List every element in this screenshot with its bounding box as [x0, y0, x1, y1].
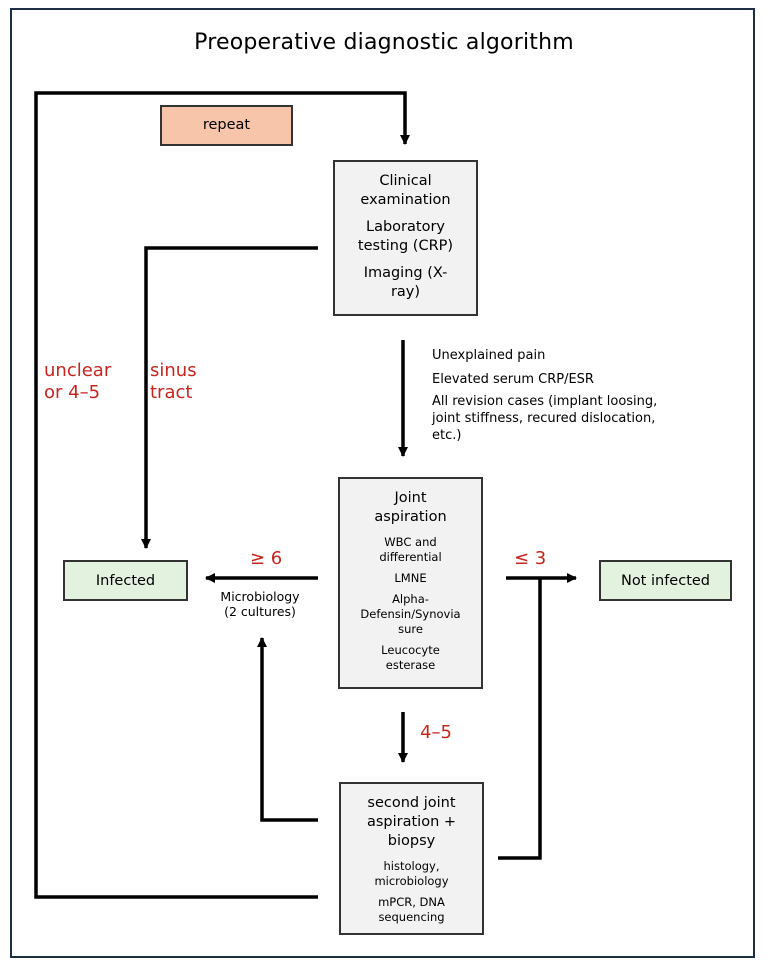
- clinical-line-2: examination: [360, 192, 451, 208]
- clinical-line-1: Clinical: [379, 173, 432, 189]
- indication-2: Elevated serum CRP/ESR: [432, 372, 594, 387]
- joint-test-1: WBC and: [384, 535, 437, 549]
- unclear-label: unclear or 4–5: [44, 360, 111, 404]
- diagram-frame: [10, 8, 755, 958]
- indication-5: etc.): [432, 428, 462, 443]
- clinical-box: Clinical examination Laboratory testing …: [333, 160, 478, 316]
- not-infected-box: Not infected: [599, 560, 732, 601]
- infected-label: Infected: [95, 573, 156, 589]
- joint-test-4: Leucocyte: [381, 643, 440, 657]
- joint-title-2: aspiration: [374, 509, 447, 525]
- second-title-1: second joint: [367, 795, 456, 811]
- second-test-2: mPCR, DNA: [378, 895, 445, 909]
- infected-box: Infected: [63, 560, 188, 601]
- sinus-line-2: tract: [150, 382, 193, 403]
- joint-test-4b: esterase: [385, 658, 436, 672]
- repeat-box: repeat: [160, 105, 293, 146]
- unclear-line-1: unclear: [44, 360, 112, 381]
- joint-test-3: Alpha-: [392, 592, 429, 606]
- second-title-2: aspiration +: [366, 814, 457, 830]
- ge6-label: ≥ 6: [250, 548, 283, 569]
- four-five-label: 4–5: [420, 722, 452, 743]
- sinus-tract-arrow: [141, 246, 318, 549]
- sinus-line-1: sinus: [150, 360, 197, 381]
- clinical-line-5: Imaging (X-: [363, 265, 448, 281]
- indication-1: Unexplained pain: [432, 348, 546, 363]
- repeat-label: repeat: [202, 117, 251, 133]
- microbiology-label: Microbiology (2 cultures): [200, 589, 320, 619]
- joint-aspiration-box: Joint aspiration WBC and differential LM…: [338, 477, 483, 689]
- indication-3: All revision cases (implant loosing,: [432, 394, 658, 409]
- joint-test-1b: differential: [379, 550, 442, 564]
- joint-test-3c: sure: [398, 622, 423, 636]
- biopsy-to-micro-arrow: [257, 637, 318, 822]
- joint-test-2: LMNE: [394, 571, 427, 585]
- diagram-title: Preoperative diagnostic algorithm: [194, 30, 574, 55]
- micro-line-1: Microbiology: [220, 589, 300, 604]
- second-test-2b: sequencing: [378, 910, 445, 924]
- clinical-line-4: testing (CRP): [357, 238, 454, 254]
- joint-title-1: Joint: [394, 490, 427, 506]
- second-test-1b: microbiology: [374, 874, 449, 888]
- clinical-line-3: Laboratory: [366, 219, 445, 235]
- indications-text: Unexplained pain Elevated serum CRP/ESR …: [432, 345, 657, 444]
- joint-test-3b: Defensin/Synovia: [360, 607, 461, 621]
- indication-4: joint stiffness, recured dislocation,: [432, 411, 656, 426]
- le3-label: ≤ 3: [514, 548, 547, 569]
- not-infected-label: Not infected: [620, 573, 711, 589]
- second-title-3: biopsy: [387, 833, 436, 849]
- unclear-line-2: or 4–5: [44, 382, 101, 403]
- clinical-line-6: ray): [390, 284, 421, 300]
- second-test-1: histology,: [383, 859, 440, 873]
- second-aspiration-box: second joint aspiration + biopsy histolo…: [339, 782, 484, 935]
- repeat-loop-arrow: [34, 91, 410, 899]
- biopsy-to-not-infected-line: [498, 578, 542, 860]
- sinus-tract-label: sinus tract: [150, 360, 197, 404]
- micro-line-2: (2 cultures): [224, 604, 296, 619]
